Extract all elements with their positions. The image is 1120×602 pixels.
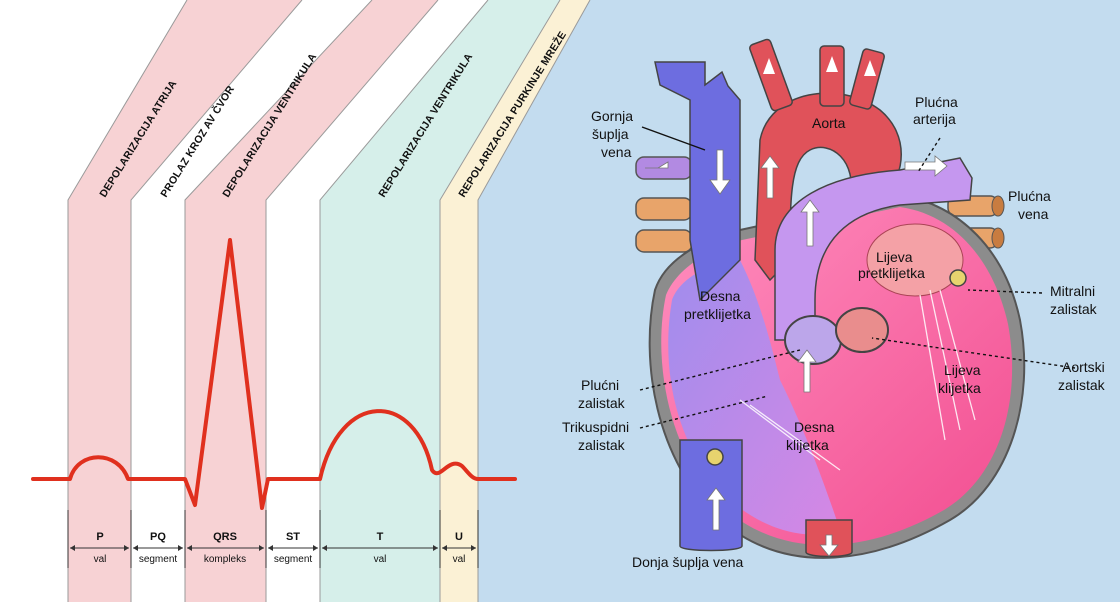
label-tricuspid-1: Trikuspidni — [562, 419, 629, 435]
label-mitral-2: zalistak — [1050, 301, 1098, 317]
label-mitral-1: Mitralni — [1050, 283, 1095, 299]
label-aortic-valve-2: zalistak — [1058, 377, 1106, 393]
label-pulm-artery-2: arterija — [913, 111, 956, 127]
label-pulm-vein-2: vena — [1018, 206, 1049, 222]
label-u: U — [455, 531, 463, 543]
label-qrs: QRS — [213, 531, 237, 543]
sub-u: val — [453, 554, 466, 565]
label-gornja-2: šuplja — [592, 126, 629, 142]
label-st: ST — [286, 531, 300, 543]
sub-t: val — [374, 554, 387, 565]
sub-pq: segment — [139, 554, 178, 565]
label-right-atrium-1: Desna — [700, 288, 741, 304]
label-right-ventricle-1: Desna — [794, 419, 835, 435]
sub-p: val — [94, 554, 107, 565]
label-pulm-vein-1: Plućna — [1008, 188, 1051, 204]
sub-st: segment — [274, 554, 313, 565]
label-right-ventricle-2: klijetka — [786, 437, 829, 453]
label-t: T — [377, 531, 384, 543]
label-aortic-valve-1: Aortski — [1062, 359, 1105, 375]
label-tricuspid-2: zalistak — [578, 437, 626, 453]
label-aorta: Aorta — [812, 115, 846, 131]
label-pq: PQ — [150, 531, 166, 543]
label-right-atrium-2: pretklijetka — [684, 306, 751, 322]
label-left-ventricle-2: klijetka — [938, 380, 981, 396]
pulmonary-valve — [785, 316, 841, 364]
label-gornja-1: Gornja — [591, 108, 633, 124]
label-gornja-3: vena — [601, 144, 632, 160]
tricuspid-valve-marker — [707, 449, 723, 465]
label-pulm-valve-1: Plućni — [581, 377, 619, 393]
label-left-atrium-1: Lijeva — [876, 249, 913, 265]
mitral-valve — [950, 270, 966, 286]
label-pulm-artery-1: Plućna — [915, 94, 958, 110]
aortic-valve — [836, 308, 888, 352]
label-inferior-vena-cava: Donja šuplja vena — [632, 554, 744, 570]
label-left-ventricle-1: Lijeva — [944, 362, 981, 378]
label-p: P — [96, 531, 103, 543]
sub-qrs: kompleks — [204, 554, 246, 565]
label-pulm-valve-2: zalistak — [578, 395, 626, 411]
label-left-atrium-2: pretklijetka — [858, 265, 925, 281]
pulmonary-veins-left — [636, 157, 692, 252]
